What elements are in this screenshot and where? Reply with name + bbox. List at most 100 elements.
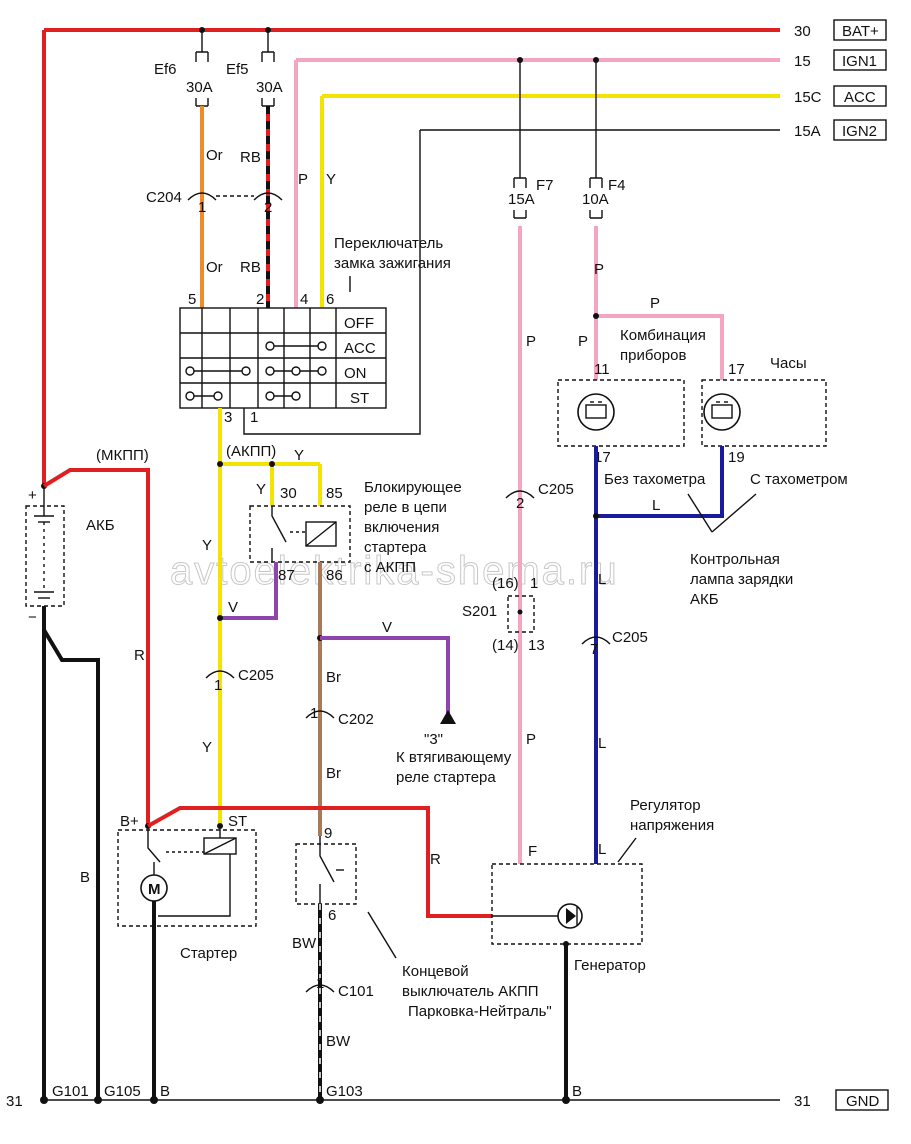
fuse-f4-rating: 10A: [582, 191, 609, 208]
regulator-label-2: напряжения: [630, 817, 714, 834]
fuse-ef6: Ef6 30A: [154, 27, 213, 107]
wire-b-label-ground: B: [80, 869, 90, 886]
label-akpp: (АКПП): [226, 443, 276, 460]
wire-bw: BW BW: [292, 904, 351, 1100]
rail-ign2: 15A IGN2: [420, 119, 887, 141]
rail-acc-tag-box: [833, 85, 887, 107]
fuse-f4-name: F4: [608, 177, 626, 194]
pullin-label-2: реле стартера: [396, 769, 496, 786]
wire-p-label-gen-1: P: [526, 333, 536, 350]
wire-b-label-starter: B: [160, 1083, 170, 1100]
c205-start-pin: 1: [214, 677, 222, 694]
connector-c202: 1 C202: [305, 705, 374, 728]
wire-brown: Br Br: [317, 562, 341, 836]
relay-title-2: реле в цепи: [364, 499, 447, 516]
wire-blue: L L L L: [593, 446, 724, 864]
wire-rb-label-2: RB: [240, 259, 261, 276]
relay-pin-85: 85: [326, 485, 343, 502]
wire-y-label-relay: Y: [256, 481, 266, 498]
generator: F Генератор Регулятор напряжения B: [491, 797, 714, 1100]
rail-ign2-tag: IGN2: [842, 123, 877, 140]
cluster-title-2: приборов: [620, 347, 686, 364]
wire-p-label-gen-2: P: [526, 731, 536, 748]
c101-pin: 1: [316, 975, 324, 992]
cluster-pin-11: 11: [594, 361, 610, 378]
cluster-title-1: Комбинация: [620, 327, 706, 344]
relay-pin-87: 87: [278, 567, 295, 584]
ignition-switch: Переключатель замка зажигания OFF ACC ON…: [179, 235, 451, 426]
c204-pin-2: 2: [264, 199, 272, 216]
cluster-pin-17: 17: [594, 449, 611, 466]
wire-ign2-switch: [243, 130, 421, 435]
s201-pin-13: 13: [528, 637, 545, 654]
wire-black-battery-ground: B: [42, 606, 100, 1100]
c205-f7-pin: 2: [516, 495, 524, 512]
fuse-ef5-rating: 30A: [256, 79, 283, 96]
wire-rb-label-1: RB: [240, 149, 261, 166]
lamp-label-3: АКБ: [690, 591, 719, 608]
fuse-ef6-rating: 30A: [186, 79, 213, 96]
wire-red-generator: R: [147, 806, 492, 918]
park-neutral-switch: 9 6 Концевой выключатель АКПП Парковка-Н…: [295, 825, 552, 1020]
relay-pin-86: 86: [326, 567, 343, 584]
ground-g105: G105: [104, 1083, 141, 1100]
wire-bw-label-2: BW: [326, 1033, 351, 1050]
relay-title-4: стартера: [364, 539, 427, 556]
ignition-switch-title-1: Переключатель: [334, 235, 443, 252]
rail-bat-tag: BAT+: [842, 23, 879, 40]
switch-pos-on: ON: [344, 365, 367, 382]
switch-pin-1: 1: [250, 409, 258, 426]
relay-title-1: Блокирующее: [364, 479, 462, 496]
ground-tag: GND: [846, 1093, 880, 1110]
relay-title-5: с АКПП: [364, 559, 416, 576]
generator-label: Генератор: [574, 957, 646, 974]
wire-r-label-generator: R: [430, 851, 441, 868]
fuse-f4: F4 10A: [582, 57, 626, 219]
pullin-label-1: К втягивающему: [396, 749, 512, 766]
rail-ign1: 15 IGN1: [296, 49, 887, 71]
connector-c205-f7: 2 C205: [505, 481, 574, 512]
battery: + − АКБ: [25, 30, 115, 626]
rail-acc-tag: ACC: [844, 89, 876, 106]
wire-r-label-mkpp: R: [134, 647, 145, 664]
rail-ign1-tag-box: [833, 49, 887, 71]
rail-ign1-tag: IGN1: [842, 53, 877, 70]
pn-label-3: Парковка-Нейтраль": [408, 1003, 552, 1020]
connector-c204-label: C204: [146, 189, 182, 206]
wire-p-label-clock: P: [650, 295, 660, 312]
clock-pin-17: 17: [728, 361, 745, 378]
rail-acc-num: 15C: [794, 89, 822, 106]
rail-bat: 30 BAT+: [44, 19, 887, 41]
starter: B+ ST M Стартер: [117, 813, 257, 1100]
switch-pin-3: 3: [224, 409, 232, 426]
battery-plus: +: [28, 487, 37, 504]
label-mkpp: (МКПП): [96, 447, 149, 464]
connector-c205-f7-label: C205: [538, 481, 574, 498]
wire-b-label-generator: B: [572, 1083, 582, 1100]
lamp-label-1: Контрольная: [690, 551, 780, 568]
charge-lamp-icon: [577, 393, 615, 431]
motor-label: M: [148, 881, 161, 898]
wire-y-label-switch: Y: [326, 171, 336, 188]
wire-y-label-akpp: Y: [294, 447, 304, 464]
clock-title: Часы: [770, 355, 807, 372]
switch-pin-5: 5: [188, 291, 196, 308]
wire-v-label-pullin: V: [382, 619, 392, 636]
switch-pos-off: OFF: [344, 315, 374, 332]
s201-pin-16: (16): [492, 575, 519, 592]
lamp-label-2: лампа зарядки: [690, 571, 793, 588]
wire-p-label-f4: P: [594, 261, 604, 278]
label-with-tach: С тахометром: [750, 471, 848, 488]
battery-minus: −: [28, 609, 37, 626]
fuse-ef6-name: Ef6: [154, 61, 177, 78]
switch-pin-4: 4: [300, 291, 308, 308]
wire-l-label-2: L: [598, 571, 606, 588]
wire-br-label-1: Br: [326, 669, 341, 686]
wire-violet-pullin: V "3" К втягивающему реле стартера: [320, 619, 512, 786]
pn-label-2: выключатель АКПП: [402, 983, 539, 1000]
rail-bat-tag-box: [833, 19, 887, 41]
s201-pin-1: 1: [530, 575, 538, 592]
fuse-f7-name: F7: [536, 177, 554, 194]
switch-pin-2: 2: [256, 291, 264, 308]
